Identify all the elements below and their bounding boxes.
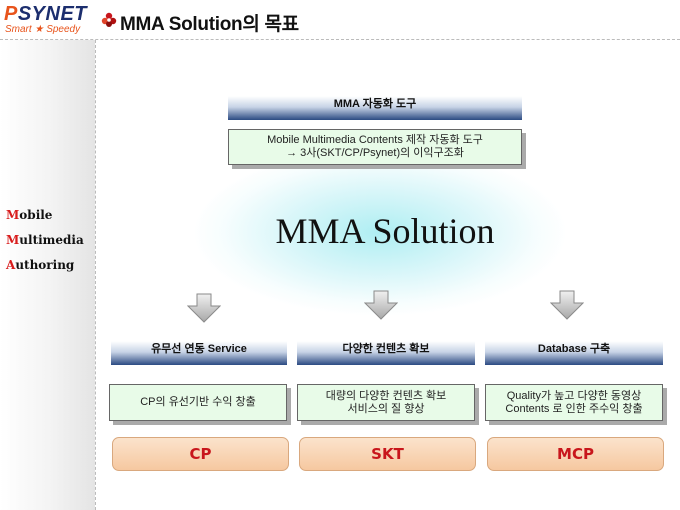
column-band-database: Database 구축 [485, 331, 663, 365]
column-box-service: CP의 유선기반 수익 창출 [109, 384, 287, 421]
sidebar-divider [95, 40, 96, 510]
mma-acronym-list: Mobile Multimedia Authoring [6, 203, 84, 278]
pill-mcp: MCP [487, 437, 664, 471]
logo-wordmark: PSYNET [4, 3, 87, 25]
top-box-line2: → 3사(SKT/CP/Psynet)의 이익구조화 [286, 147, 464, 159]
pill-cp: CP [112, 437, 289, 471]
column-band-contents: 다양한 컨텐츠 확보 [297, 331, 475, 365]
logo-letter-p: P [4, 3, 18, 25]
mma-solution-label: MMA Solution [275, 211, 495, 251]
column-box-line1: CP의 유선기반 수익 창출 [140, 396, 256, 408]
logo-letters: SYNET [17, 3, 88, 25]
header-divider [0, 39, 680, 40]
acronym-item: Authoring [6, 253, 84, 278]
psynet-logo: PSYNET Smart ★ Speedy [4, 3, 96, 37]
down-arrow-icon [364, 290, 398, 320]
down-arrow-icon [550, 290, 584, 320]
column-box-line2: Contents 로 인한 주수익 창출 [505, 402, 643, 415]
acronym-rest: ultimedia [19, 233, 84, 247]
acronym-letter: M [6, 208, 20, 222]
column-band-service: 유무선 연동 Service [111, 331, 287, 365]
logo-tagline: Smart ★ Speedy [5, 24, 81, 35]
flower-bullet-icon [101, 12, 117, 27]
column-box-line1: Quality가 높고 다양한 동영상 [506, 389, 642, 402]
column-box-line2: 서비스의 질 향상 [347, 402, 425, 415]
acronym-letter: A [6, 258, 16, 272]
top-box-line1: Mobile Multimedia Contents 제작 자동화 도구 [267, 134, 483, 146]
center-glow [195, 150, 565, 315]
acronym-rest: uthoring [15, 258, 75, 272]
acronym-rest: obile [19, 208, 53, 222]
top-description-box: Mobile Multimedia Contents 제작 자동화 도구 → 3… [228, 129, 522, 165]
page-title: MMA Solution의 목표 [120, 14, 299, 35]
column-box-line1: 대량의 다양한 컨텐츠 확보 [325, 389, 447, 402]
column-box-database: Quality가 높고 다양한 동영상 Contents 로 인한 주수익 창출 [485, 384, 663, 421]
acronym-letter: M [6, 233, 20, 247]
left-sidebar [0, 40, 95, 510]
down-arrow-icon [187, 293, 221, 323]
top-band: MMA 자동화 도구 [228, 86, 522, 120]
pill-skt: SKT [299, 437, 476, 471]
acronym-item: Multimedia [6, 228, 84, 253]
column-box-contents: 대량의 다양한 컨텐츠 확보 서비스의 질 향상 [297, 384, 475, 421]
acronym-item: Mobile [6, 203, 84, 228]
